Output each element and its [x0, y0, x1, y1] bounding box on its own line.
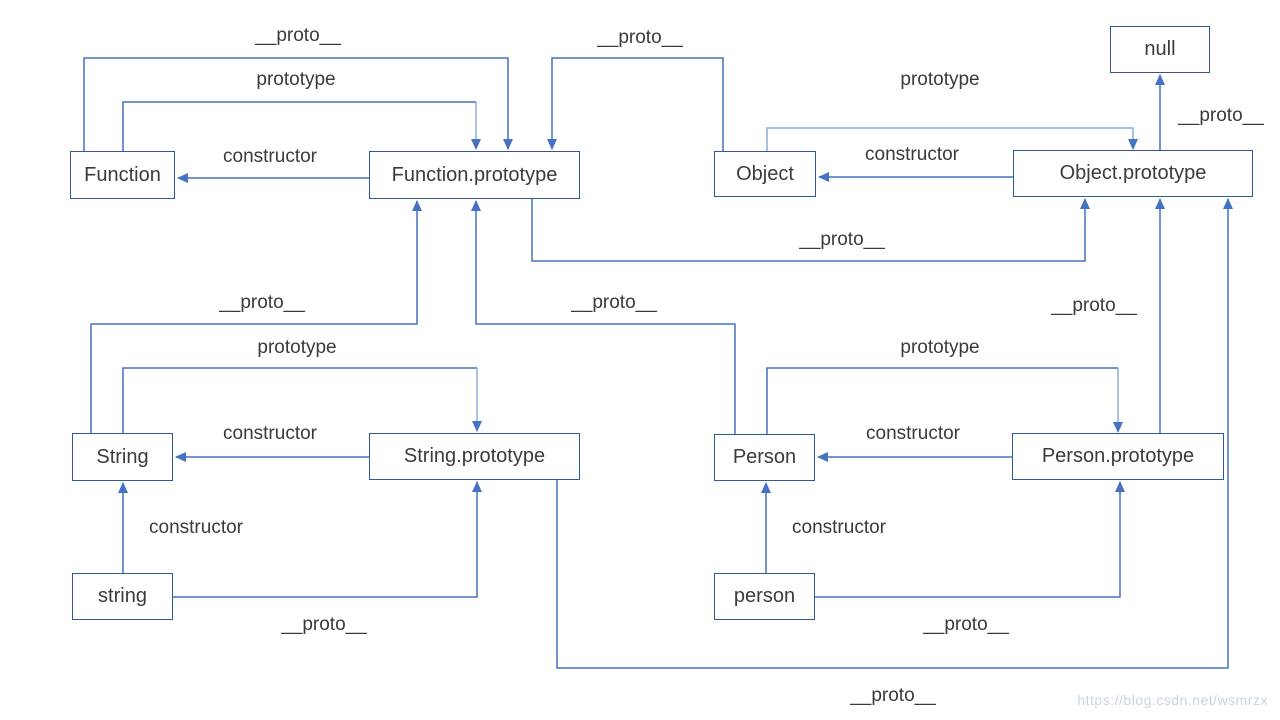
label-personprototype-constructor: constructor	[866, 423, 960, 444]
label-string-prototype: prototype	[257, 337, 337, 358]
node-person-ctor: Person	[714, 434, 815, 481]
label-function-proto: __proto__	[255, 25, 341, 46]
node-string-ctor: String	[72, 433, 173, 481]
label-string-instance-constructor: constructor	[149, 517, 243, 538]
node-function: Function	[70, 151, 175, 199]
label-function-prototype: prototype	[256, 69, 336, 90]
node-string-instance: string	[72, 573, 173, 620]
label-stringprototype-proto: __proto__	[850, 685, 936, 706]
node-person-prototype: Person.prototype	[1012, 433, 1224, 480]
label-person-proto: __proto__	[571, 292, 657, 313]
edge-stringprototype-proto	[556, 198, 1233, 669]
label-objectprototype-proto-null: __proto__	[1178, 105, 1264, 126]
label-object-prototype: prototype	[900, 69, 980, 90]
csdn-watermark: https://blog.csdn.net/wsmrzx	[1077, 692, 1268, 708]
label-object-proto: __proto__	[597, 27, 683, 48]
label-person-prototype: prototype	[900, 337, 980, 358]
label-string-instance-proto: __proto__	[281, 614, 367, 635]
label-personprototype-proto: __proto__	[1051, 295, 1137, 316]
label-stringprototype-constructor: constructor	[223, 423, 317, 444]
edge-string-instance-proto	[173, 481, 482, 598]
label-functionprototype-proto: __proto__	[799, 229, 885, 250]
node-function-prototype: Function.prototype	[369, 151, 580, 199]
edge-string-proto	[90, 200, 422, 433]
node-person-instance: person	[714, 573, 815, 620]
label-objectprototype-constructor: constructor	[865, 144, 959, 165]
edge-person-proto	[471, 200, 736, 434]
label-string-proto: __proto__	[219, 292, 305, 313]
node-null: null	[1110, 26, 1210, 73]
edge-string-prototype	[122, 367, 477, 433]
edge-object-proto	[547, 57, 724, 151]
label-person-instance-proto: __proto__	[923, 614, 1009, 635]
node-string-prototype: String.prototype	[369, 433, 580, 480]
edge-functionprototype-proto	[531, 198, 1090, 262]
edge-person-prototype	[766, 367, 1118, 434]
node-object-prototype: Object.prototype	[1013, 150, 1253, 197]
edge-object-prototype	[766, 127, 1138, 151]
node-object: Object	[714, 151, 816, 197]
edge-person-instance-proto	[815, 481, 1125, 598]
edge-function-proto	[83, 57, 513, 151]
label-functionprototype-constructor: constructor	[223, 146, 317, 167]
edge-function-prototype	[122, 101, 476, 151]
label-person-instance-constructor: constructor	[792, 517, 886, 538]
